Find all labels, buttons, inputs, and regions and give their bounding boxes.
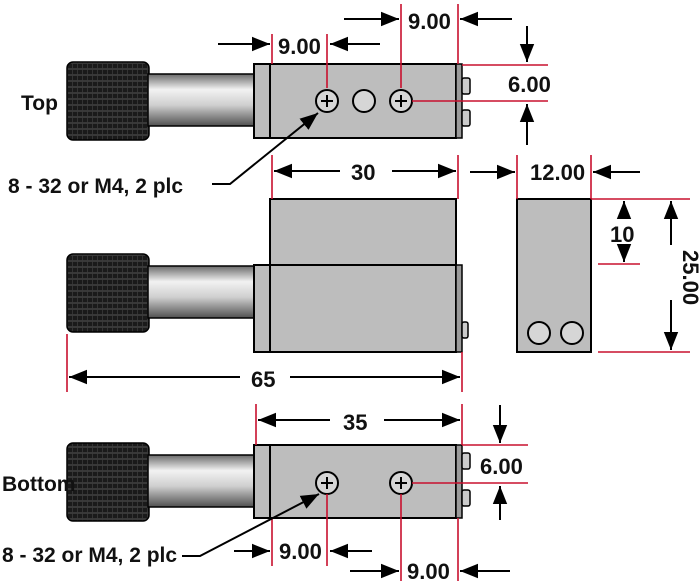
dim-side-width: 12.00 — [530, 160, 585, 185]
top-clip-2 — [461, 109, 471, 127]
bottom-clip-2 — [461, 489, 471, 507]
bottom-hole-2 — [389, 471, 413, 495]
top-hole-center — [352, 89, 376, 113]
top-hole-2 — [389, 89, 413, 113]
front-view: 30 65 — [66, 155, 469, 392]
front-knob — [66, 253, 150, 333]
bottom-view-label: Bottom — [2, 473, 75, 496]
dim-side-total-height: 25.00 — [678, 250, 700, 305]
dim-side-hole-height: 10 — [610, 222, 634, 247]
dim-top-height: 6.00 — [508, 72, 551, 97]
top-knob — [66, 61, 150, 141]
front-top-block — [269, 198, 457, 266]
dim-bottom-length: 35 — [343, 410, 367, 435]
front-barrel — [147, 265, 255, 319]
front-body — [253, 264, 457, 353]
side-view: 12.00 10 25.00 — [470, 155, 700, 353]
dim-bottom-height: 6.00 — [480, 454, 523, 479]
bottom-knob — [66, 442, 150, 522]
bottom-hole-note: 8 - 32 or M4, 2 plc — [2, 544, 177, 567]
top-hole-1 — [315, 89, 339, 113]
dim-front-length: 30 — [351, 160, 375, 185]
top-view-label: Top — [21, 92, 58, 115]
bottom-body — [253, 444, 457, 519]
bottom-end-plate — [455, 444, 463, 519]
front-clip — [461, 321, 469, 339]
dim-overall-length: 65 — [251, 367, 275, 392]
top-clip-1 — [461, 77, 471, 95]
bottom-hole-1 — [315, 471, 339, 495]
bottom-barrel — [147, 454, 255, 508]
side-hole-1 — [527, 321, 551, 345]
top-view: 9.00 9.00 6.00 Top 8 - 32 or M4, 2 plc — [8, 4, 551, 198]
bottom-view: 35 6.00 9.00 9.00 Bottom 8 - 32 or M4, 2… — [2, 404, 528, 581]
dim-bottom-pitch-2: 9.00 — [407, 559, 450, 581]
top-hole-note: 8 - 32 or M4, 2 plc — [8, 175, 183, 198]
side-hole-2 — [560, 321, 584, 345]
bottom-clip-1 — [461, 452, 471, 470]
front-end-plate — [455, 264, 463, 353]
top-barrel — [147, 73, 255, 127]
dim-top-pitch-2: 9.00 — [408, 9, 451, 34]
dim-top-pitch-1: 9.00 — [278, 34, 321, 59]
dim-bottom-pitch-1: 9.00 — [279, 539, 322, 564]
